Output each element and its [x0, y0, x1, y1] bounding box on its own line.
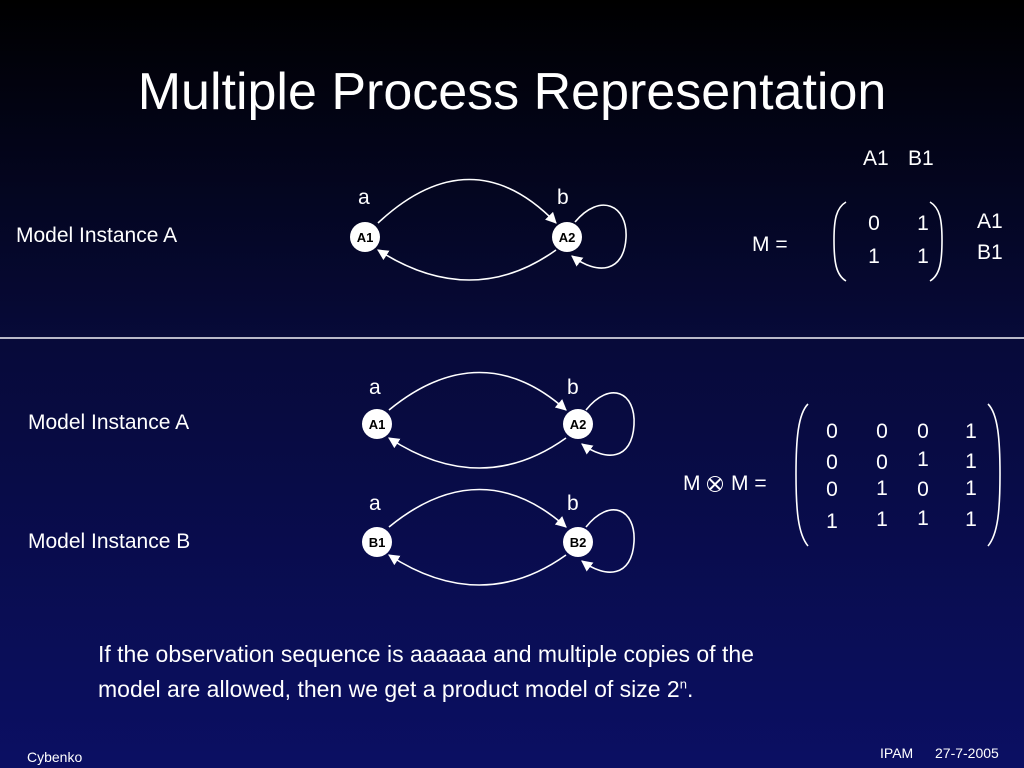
section-divider [0, 337, 1024, 339]
product-cell: 1 [965, 477, 977, 500]
tensor-product-icon [707, 476, 723, 492]
matrix-cell: 1 [868, 245, 880, 268]
node-label: B1 [369, 535, 386, 550]
bottom-graph-b: B1 B2 [362, 488, 635, 586]
matrix-cell: 1 [917, 212, 929, 235]
product-cell: 1 [917, 448, 929, 471]
bottom-graph-a: A1 A2 [362, 371, 635, 469]
matrix-cell: 1 [917, 245, 929, 268]
matrix-row-label-b1: B1 [977, 241, 1003, 264]
matrix-m-brackets [833, 201, 943, 282]
node-label: B2 [570, 535, 587, 550]
edge-label-b-bottom-a: b [567, 376, 579, 399]
model-instance-a-label-bottom: Model Instance A [28, 411, 190, 434]
product-cell: 1 [965, 420, 977, 443]
caption-line-1: If the observation sequence is aaaaaa an… [98, 641, 754, 667]
product-cell: 0 [876, 420, 888, 443]
matrix-m-label: M = [752, 233, 788, 256]
product-matrix-brackets [795, 403, 1001, 547]
product-cell: 0 [826, 420, 838, 443]
node-label: A2 [570, 417, 587, 432]
node-a2-top [552, 222, 582, 252]
product-cell: 1 [965, 508, 977, 531]
product-left-m: M [683, 472, 701, 495]
product-right-m: M = [731, 472, 767, 495]
product-cell: 1 [876, 508, 888, 531]
product-cell: 1 [876, 477, 888, 500]
footer-date: 27-7-2005 [935, 745, 999, 761]
node-a2-bottom [563, 409, 593, 439]
caption-line-2: model are allowed, then we get a product… [98, 676, 693, 703]
top-graph: A1 A2 [350, 178, 627, 281]
caption-line-2-text: model are allowed, then we get a product… [98, 676, 680, 702]
product-cell: 0 [826, 478, 838, 501]
footer-author: Cybenko [27, 749, 83, 765]
matrix-col-header-a1: A1 [863, 147, 889, 170]
caption-end: . [686, 676, 694, 702]
product-cell: 0 [917, 478, 929, 501]
matrix-row-label-a1: A1 [977, 210, 1003, 233]
product-cell: 1 [965, 450, 977, 473]
caption-superscript: n [679, 676, 687, 692]
edge-label-a-bottom-b: a [369, 492, 381, 515]
model-instance-b-label: Model Instance B [28, 530, 191, 553]
matrix-col-header-b1: B1 [908, 147, 934, 170]
node-b1 [362, 527, 392, 557]
edge-label-a-top: a [358, 186, 370, 209]
footer-venue: IPAM [880, 745, 914, 761]
node-label: A2 [559, 230, 576, 245]
matrix-cell: 0 [868, 212, 880, 235]
edge-label-b-top: b [557, 186, 569, 209]
node-b2 [563, 527, 593, 557]
product-cell: 0 [917, 420, 929, 443]
top-edge-back [377, 249, 557, 281]
product-cell: 1 [826, 510, 838, 533]
product-cell: 0 [876, 451, 888, 474]
top-edge-b-loop [571, 204, 627, 269]
product-cell: 1 [917, 507, 929, 530]
edge-label-b-bottom-b: b [567, 492, 579, 515]
slide-title: Multiple Process Representation [137, 63, 887, 121]
model-instance-a-label-top: Model Instance A [16, 224, 178, 247]
node-label: A1 [357, 230, 374, 245]
node-a1-top [350, 222, 380, 252]
product-cell: 0 [826, 451, 838, 474]
node-a1-bottom [362, 409, 392, 439]
edge-label-a-bottom-a: a [369, 376, 381, 399]
node-label: A1 [369, 417, 386, 432]
top-edge-a [377, 178, 557, 224]
